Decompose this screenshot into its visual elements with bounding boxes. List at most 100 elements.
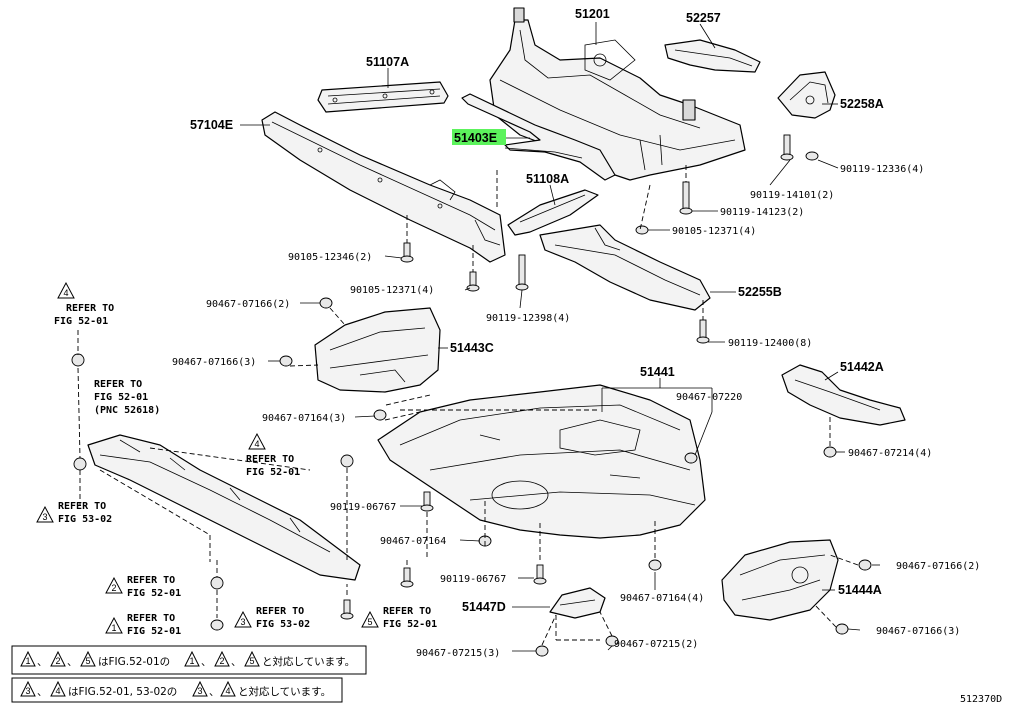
label-90467-07164-c: 90467-07164(4) [620, 593, 704, 604]
svg-text:REFER TO: REFER TO [94, 379, 142, 390]
label-90119-12336: 90119-12336(4) [840, 164, 924, 175]
legend-box-2: 3 、 4 はFIG.52-01, 53-02の 3 、 4 と対応しています。 [11, 677, 343, 703]
cover-51447D[interactable] [549, 587, 606, 619]
svg-text:(PNC 52618): (PNC 52618) [94, 405, 160, 416]
crossmember-51201[interactable] [489, 7, 746, 181]
fasteners [71, 134, 872, 657]
label-90467-07220: 90467-07220 [676, 392, 742, 403]
svg-text:、: 、 [37, 686, 48, 698]
svg-text:FIG 53-02: FIG 53-02 [256, 619, 310, 630]
svg-text:REFER TO: REFER TO [127, 575, 175, 586]
bracket-52257[interactable] [664, 39, 761, 73]
label-90119-06767-a: 90119-06767 [330, 502, 396, 513]
dashed-lines [77, 165, 859, 646]
brace-51403E[interactable] [461, 93, 616, 181]
label-90119-12398: 90119-12398(4) [486, 313, 570, 324]
label-90467-07166-d: 90467-07166(3) [876, 626, 960, 637]
label-90467-07215-b: 90467-07215(2) [614, 639, 698, 650]
bracket-52258A[interactable] [777, 71, 836, 119]
svg-text:5: 5 [249, 656, 254, 666]
label-90105-12371-b: 90105-12371(4) [350, 285, 434, 296]
member-57104E[interactable] [261, 111, 506, 263]
legend-line-1-end: と対応しています。 [262, 655, 355, 668]
svg-text:、: 、 [201, 656, 212, 668]
cover-51443C[interactable] [314, 307, 441, 393]
svg-text:、: 、 [209, 686, 220, 698]
svg-text:REFER TO: REFER TO [127, 613, 175, 624]
legend-line-2-end: と対応しています。 [238, 685, 331, 698]
diagram-id: 512370D [960, 694, 1002, 705]
svg-text:2: 2 [55, 656, 60, 666]
cover-51442A[interactable] [781, 364, 906, 426]
fastener-labels: 90119-12336(4) 90119-14101(2) 90119-1412… [172, 164, 980, 659]
svg-text:4: 4 [225, 686, 230, 696]
label-51108A: 51108A [526, 172, 569, 186]
bumper-support[interactable] [87, 434, 361, 581]
svg-text:2: 2 [219, 656, 224, 666]
label-90467-07166-a: 90467-07166(2) [206, 299, 290, 310]
label-51403E: 51403E [454, 131, 497, 145]
svg-text:4: 4 [55, 686, 60, 696]
label-90119-12400: 90119-12400(8) [728, 338, 812, 349]
label-90467-07166-b: 90467-07166(3) [172, 357, 256, 368]
triangle-marker-2 [105, 576, 123, 594]
refer-to-text: REFER TO [66, 303, 114, 314]
reinforcement-51107A[interactable] [317, 81, 449, 113]
label-51443C: 51443C [450, 341, 494, 355]
label-90105-12371-a: 90105-12371(4) [672, 226, 756, 237]
triangle-marker-1 [105, 616, 123, 634]
triangle-marker-3 [36, 505, 54, 523]
label-52255B: 52255B [738, 285, 782, 299]
svg-text:5: 5 [85, 656, 90, 666]
refer-notes: 4 REFER TO FIG 52-01 REFER TO FIG 52-01 … [36, 281, 437, 637]
highlight-51403E [452, 129, 506, 145]
label-90119-06767-b: 90119-06767 [440, 574, 506, 585]
label-90467-07164-b: 90467-07164 [380, 536, 446, 547]
label-51444A: 51444A [838, 583, 882, 597]
label-90467-07215-a: 90467-07215(3) [416, 648, 500, 659]
svg-text:REFER TO: REFER TO [58, 501, 106, 512]
legend-line-2: はFIG.52-01, 53-02の [68, 686, 177, 698]
label-51441: 51441 [640, 365, 675, 379]
part-number-labels: 51201 52257 51107A 57104E 51403E 52258A … [190, 7, 884, 614]
svg-text:3: 3 [240, 617, 245, 627]
label-51107A: 51107A [366, 55, 409, 69]
svg-text:FIG 52-01: FIG 52-01 [127, 588, 181, 599]
crossmember-52255B[interactable] [539, 224, 711, 311]
svg-text:REFER TO: REFER TO [246, 454, 294, 465]
label-90467-07166-c: 90467-07166(2) [896, 561, 980, 572]
svg-text:3: 3 [42, 512, 47, 522]
triangle-marker-4 [248, 432, 266, 450]
label-90467-07164-a: 90467-07164(3) [262, 413, 346, 424]
svg-text:FIG 52-01: FIG 52-01 [127, 626, 181, 637]
legend-line-1: はFIG.52-01の [98, 656, 170, 668]
svg-text:3: 3 [197, 686, 202, 696]
svg-text:、: 、 [231, 656, 242, 668]
label-51447D: 51447D [462, 600, 506, 614]
under-cover-51441[interactable] [377, 384, 706, 539]
legend-box-1: 1 、 2 、 5 はFIG.52-01の 1 、 2 、 5 と対応しています… [11, 645, 367, 675]
triangle-marker-5 [361, 610, 379, 628]
refer-fig-text: FIG 52-01 [54, 316, 108, 327]
label-51442A: 51442A [840, 360, 884, 374]
svg-text:2: 2 [111, 583, 116, 593]
label-90105-12346: 90105-12346(2) [288, 252, 372, 263]
svg-text:1: 1 [111, 623, 116, 633]
svg-text:FIG 52-01: FIG 52-01 [383, 619, 437, 630]
triangle-marker-4 [57, 281, 75, 299]
label-90119-14123: 90119-14123(2) [720, 207, 804, 218]
label-52258A: 52258A [840, 97, 884, 111]
svg-text:4: 4 [254, 439, 259, 449]
reinforcement-51108A[interactable] [507, 189, 599, 236]
triangle-marker-3 [234, 610, 252, 628]
svg-text:FIG 52-01: FIG 52-01 [246, 467, 300, 478]
cover-51444A[interactable] [721, 539, 839, 621]
label-51201: 51201 [575, 7, 610, 21]
svg-text:FIG 52-01: FIG 52-01 [94, 392, 148, 403]
svg-text:5: 5 [367, 617, 372, 627]
svg-text:REFER TO: REFER TO [383, 606, 431, 617]
label-90467-07214: 90467-07214(4) [848, 448, 932, 459]
svg-text:FIG 53-02: FIG 53-02 [58, 514, 112, 525]
